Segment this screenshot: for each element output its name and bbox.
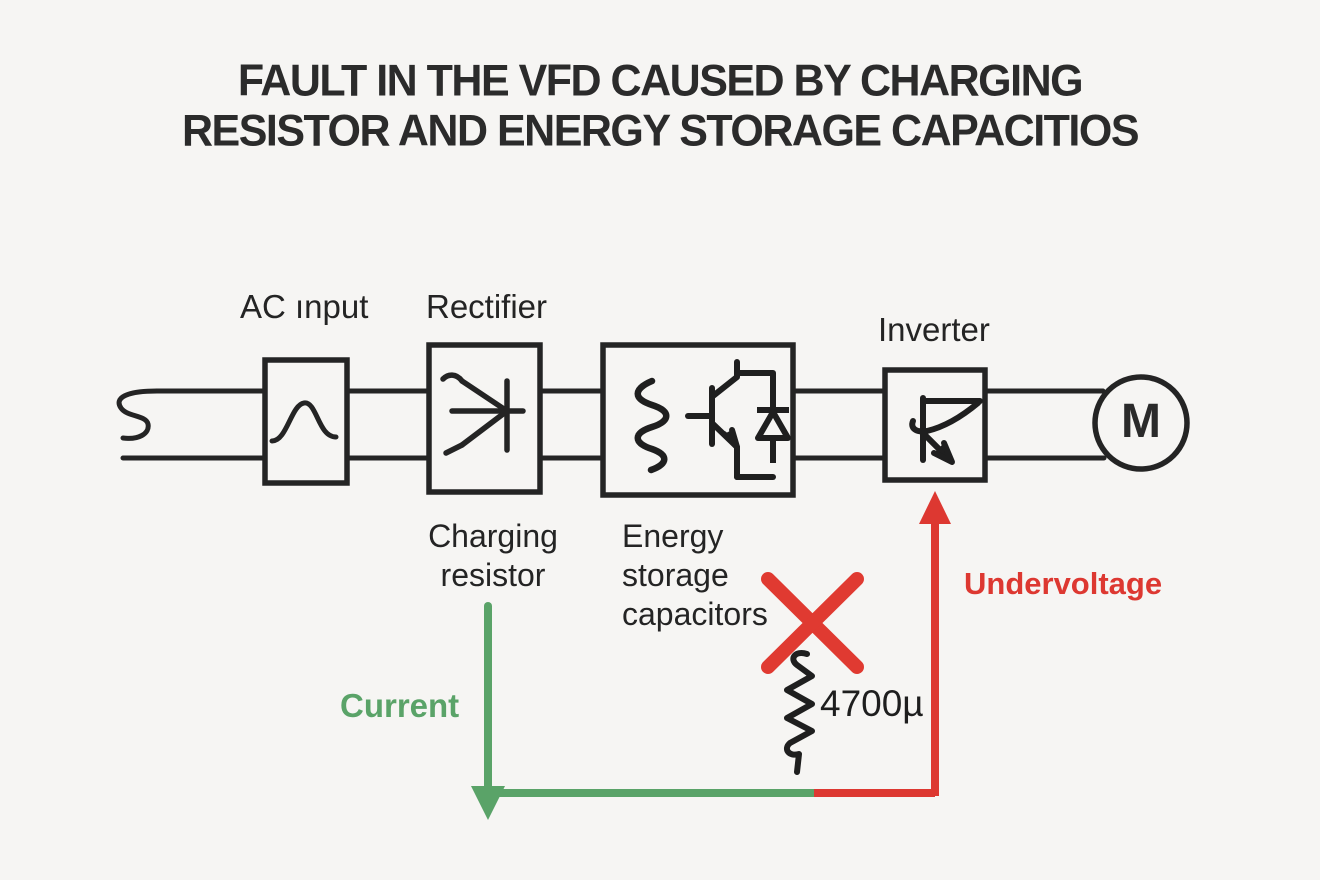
inverter-transistor-icon (909, 395, 983, 465)
charging-resistor-label: Charging resistor (428, 518, 558, 594)
rectifier-box (426, 342, 543, 495)
resistor-zigzag-icon (784, 650, 815, 775)
motor-label: M (1121, 395, 1161, 448)
capacitor-value-label: 4700µ (820, 683, 924, 724)
inverter-label: Inverter (878, 311, 990, 348)
inductor-icon (634, 377, 670, 474)
fault-x-icon (761, 572, 864, 674)
diode-icon (755, 373, 791, 463)
thyristor-icon (440, 372, 526, 456)
dc-link-box (600, 342, 796, 498)
blocks (262, 342, 1190, 498)
undervoltage-up-arrow (814, 491, 951, 797)
energy-storage-label: Energy storage capacitors (622, 518, 768, 633)
page-title-line1: FAULT IN THE VFD CAUSED BY CHARGING (237, 56, 1084, 106)
rectifier-label: Rectifier (426, 288, 548, 325)
ac-input-box (262, 357, 350, 486)
ac-input-label: AC ınput (240, 288, 369, 325)
igbt-icon (685, 359, 776, 480)
inverter-box (882, 367, 988, 483)
motor-circle (1092, 374, 1190, 472)
bus-wires (116, 388, 1107, 461)
page-title-line2: RESISTOR AND ENERGY STORAGE CAPACITIOS (181, 106, 1140, 156)
sine-wave-icon (269, 400, 339, 444)
current-down-arrow (471, 602, 814, 820)
current-label: Current (340, 687, 460, 724)
supply-squiggle-icon (116, 388, 160, 441)
undervoltage-label: Undervoltage (964, 566, 1163, 601)
